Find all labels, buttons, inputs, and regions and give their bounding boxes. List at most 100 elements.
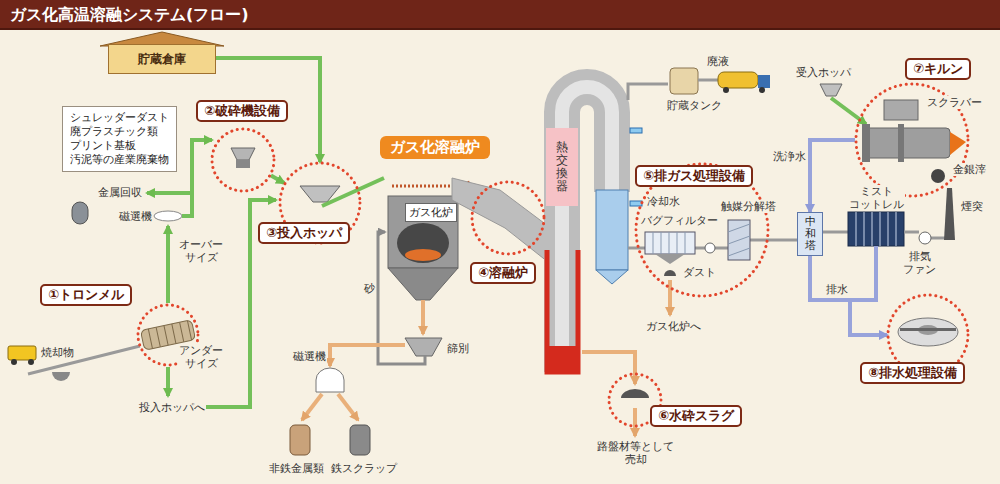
node-text: ガス化炉 [409,205,453,220]
label: 触媒分解塔 [720,200,777,213]
equipment-circle: ④溶融炉 [470,180,546,256]
dotted-circle-frame [470,180,546,256]
kiln-flange [862,124,870,162]
callout-label: ④溶融炉 [470,262,536,284]
to-crusher-flow [182,140,212,216]
callout-label: ⑥水砕スラグ [650,405,742,427]
crusher-base [236,160,250,168]
filter-cone [655,254,685,264]
melting-zone [547,250,578,372]
label: 冷却水 [646,195,681,208]
storage-tank [670,68,698,94]
furnace-title-pill: ガス化溶融炉 [380,136,490,159]
crusher [231,148,255,160]
node-text: 中和塔 [805,216,816,252]
gasifier-cone [388,268,458,300]
kiln-ring [898,124,904,162]
label: ガス化炉へ [645,320,702,333]
receiving-hopper [820,84,842,96]
magnetic-separator [154,211,182,221]
metal-bin [72,202,88,224]
molten-slag [547,346,578,372]
dust-flow [668,280,672,315]
neutralization-tower: 中和塔 [797,212,823,256]
truck-cab [758,75,770,88]
label: 篩別 [446,342,470,355]
node-text: 貯蔵倉庫 [138,51,186,68]
equipment-circle: ⑧排水処理設備 [886,293,970,377]
kiln-outlet [950,132,966,155]
label: オーバー サイズ [178,238,224,264]
incinerator-truck [8,346,36,360]
to-magnet-flow [330,345,405,366]
slag-flow [582,352,635,384]
magnet-drum [316,368,344,392]
truck-wheel [723,87,729,93]
dotted-circle [636,164,768,296]
waste-list-box: シュレッダーダスト 廃プラスチック類 プリント基板 汚泥等の産業廃棄物 [62,106,177,172]
edge-label: 排水 [825,283,849,296]
tank-pipe [698,79,718,82]
tank-truck [718,72,758,88]
label: 焼却物 [40,346,75,359]
water-inlet [630,201,642,206]
dotted-circle [212,129,274,191]
label: 金銀滓 [952,163,987,176]
chimney [944,188,955,240]
gasifier-tag: ガス化炉 [405,203,457,222]
cooling-tower [596,190,628,270]
ash-pit [52,372,70,381]
iron-flow [338,394,358,420]
filter-bags [653,232,685,254]
label: 磁選機 [118,210,153,223]
fluid-bed [397,223,449,263]
label: 路盤材等として 売却 [596,440,675,466]
oversize-flow [166,226,170,303]
callout-label: ③投入ホッパ [258,222,350,244]
label: 非鉄金属類 [268,462,325,475]
water-inlet [630,128,642,133]
cottrell-plates [856,212,896,246]
truck-wheel [759,87,765,93]
callout-label: ⑧排水処理設備 [860,362,965,384]
wastewater-tank [898,318,958,346]
catalyst-layers [728,224,750,256]
label: 砂 [363,282,376,295]
cooling-tower-cone [596,270,628,284]
storehouse-box: 貯蔵倉庫 [108,44,216,74]
label: ミスト コットレル [848,185,905,211]
scrubber [884,100,918,120]
title-bar [0,0,1000,30]
ramp [28,346,140,374]
label: バグフィルター [640,214,719,227]
nonferrous-bin [290,425,310,455]
equipment-circle: ③投入ホッパ [278,161,362,245]
gas-pipe [823,231,848,234]
tank-bridge [900,328,956,331]
waste-liquid-pipe [628,84,668,100]
node-text: ガス化溶融炉 [390,138,480,157]
equipment-circle: ⑥水砕スラグ [607,372,663,428]
bag-filter [645,232,695,254]
label: 金属回収 [97,186,143,199]
dust-pile [664,270,676,276]
heat-exchanger-band: 熱交換器 [546,128,578,206]
label: 投入ホッパへ [138,401,206,414]
slag-pile [621,389,649,398]
nonferrous-flow [302,394,322,420]
fan [705,243,715,253]
undersize-flow [166,367,170,396]
label: 受入ホッパ [795,66,852,79]
label: 貯蔵タンク [666,99,723,112]
diagram-title: ガス化高温溶融システム(フロー) [10,5,249,25]
node-text: シュレッダーダスト 廃プラスチック類 プリント基板 汚泥等の産業廃棄物 [70,111,169,167]
truck-wheel [28,359,34,365]
ash-flow [421,300,425,334]
title-bar-edge [0,28,1000,30]
callout-label: ⑤排ガス処理設備 [635,165,753,187]
node-text: 熱交換器 [556,141,568,194]
label: 鉄スクラップ [330,462,398,475]
drain-line [850,246,876,300]
kiln-drum [866,128,950,158]
